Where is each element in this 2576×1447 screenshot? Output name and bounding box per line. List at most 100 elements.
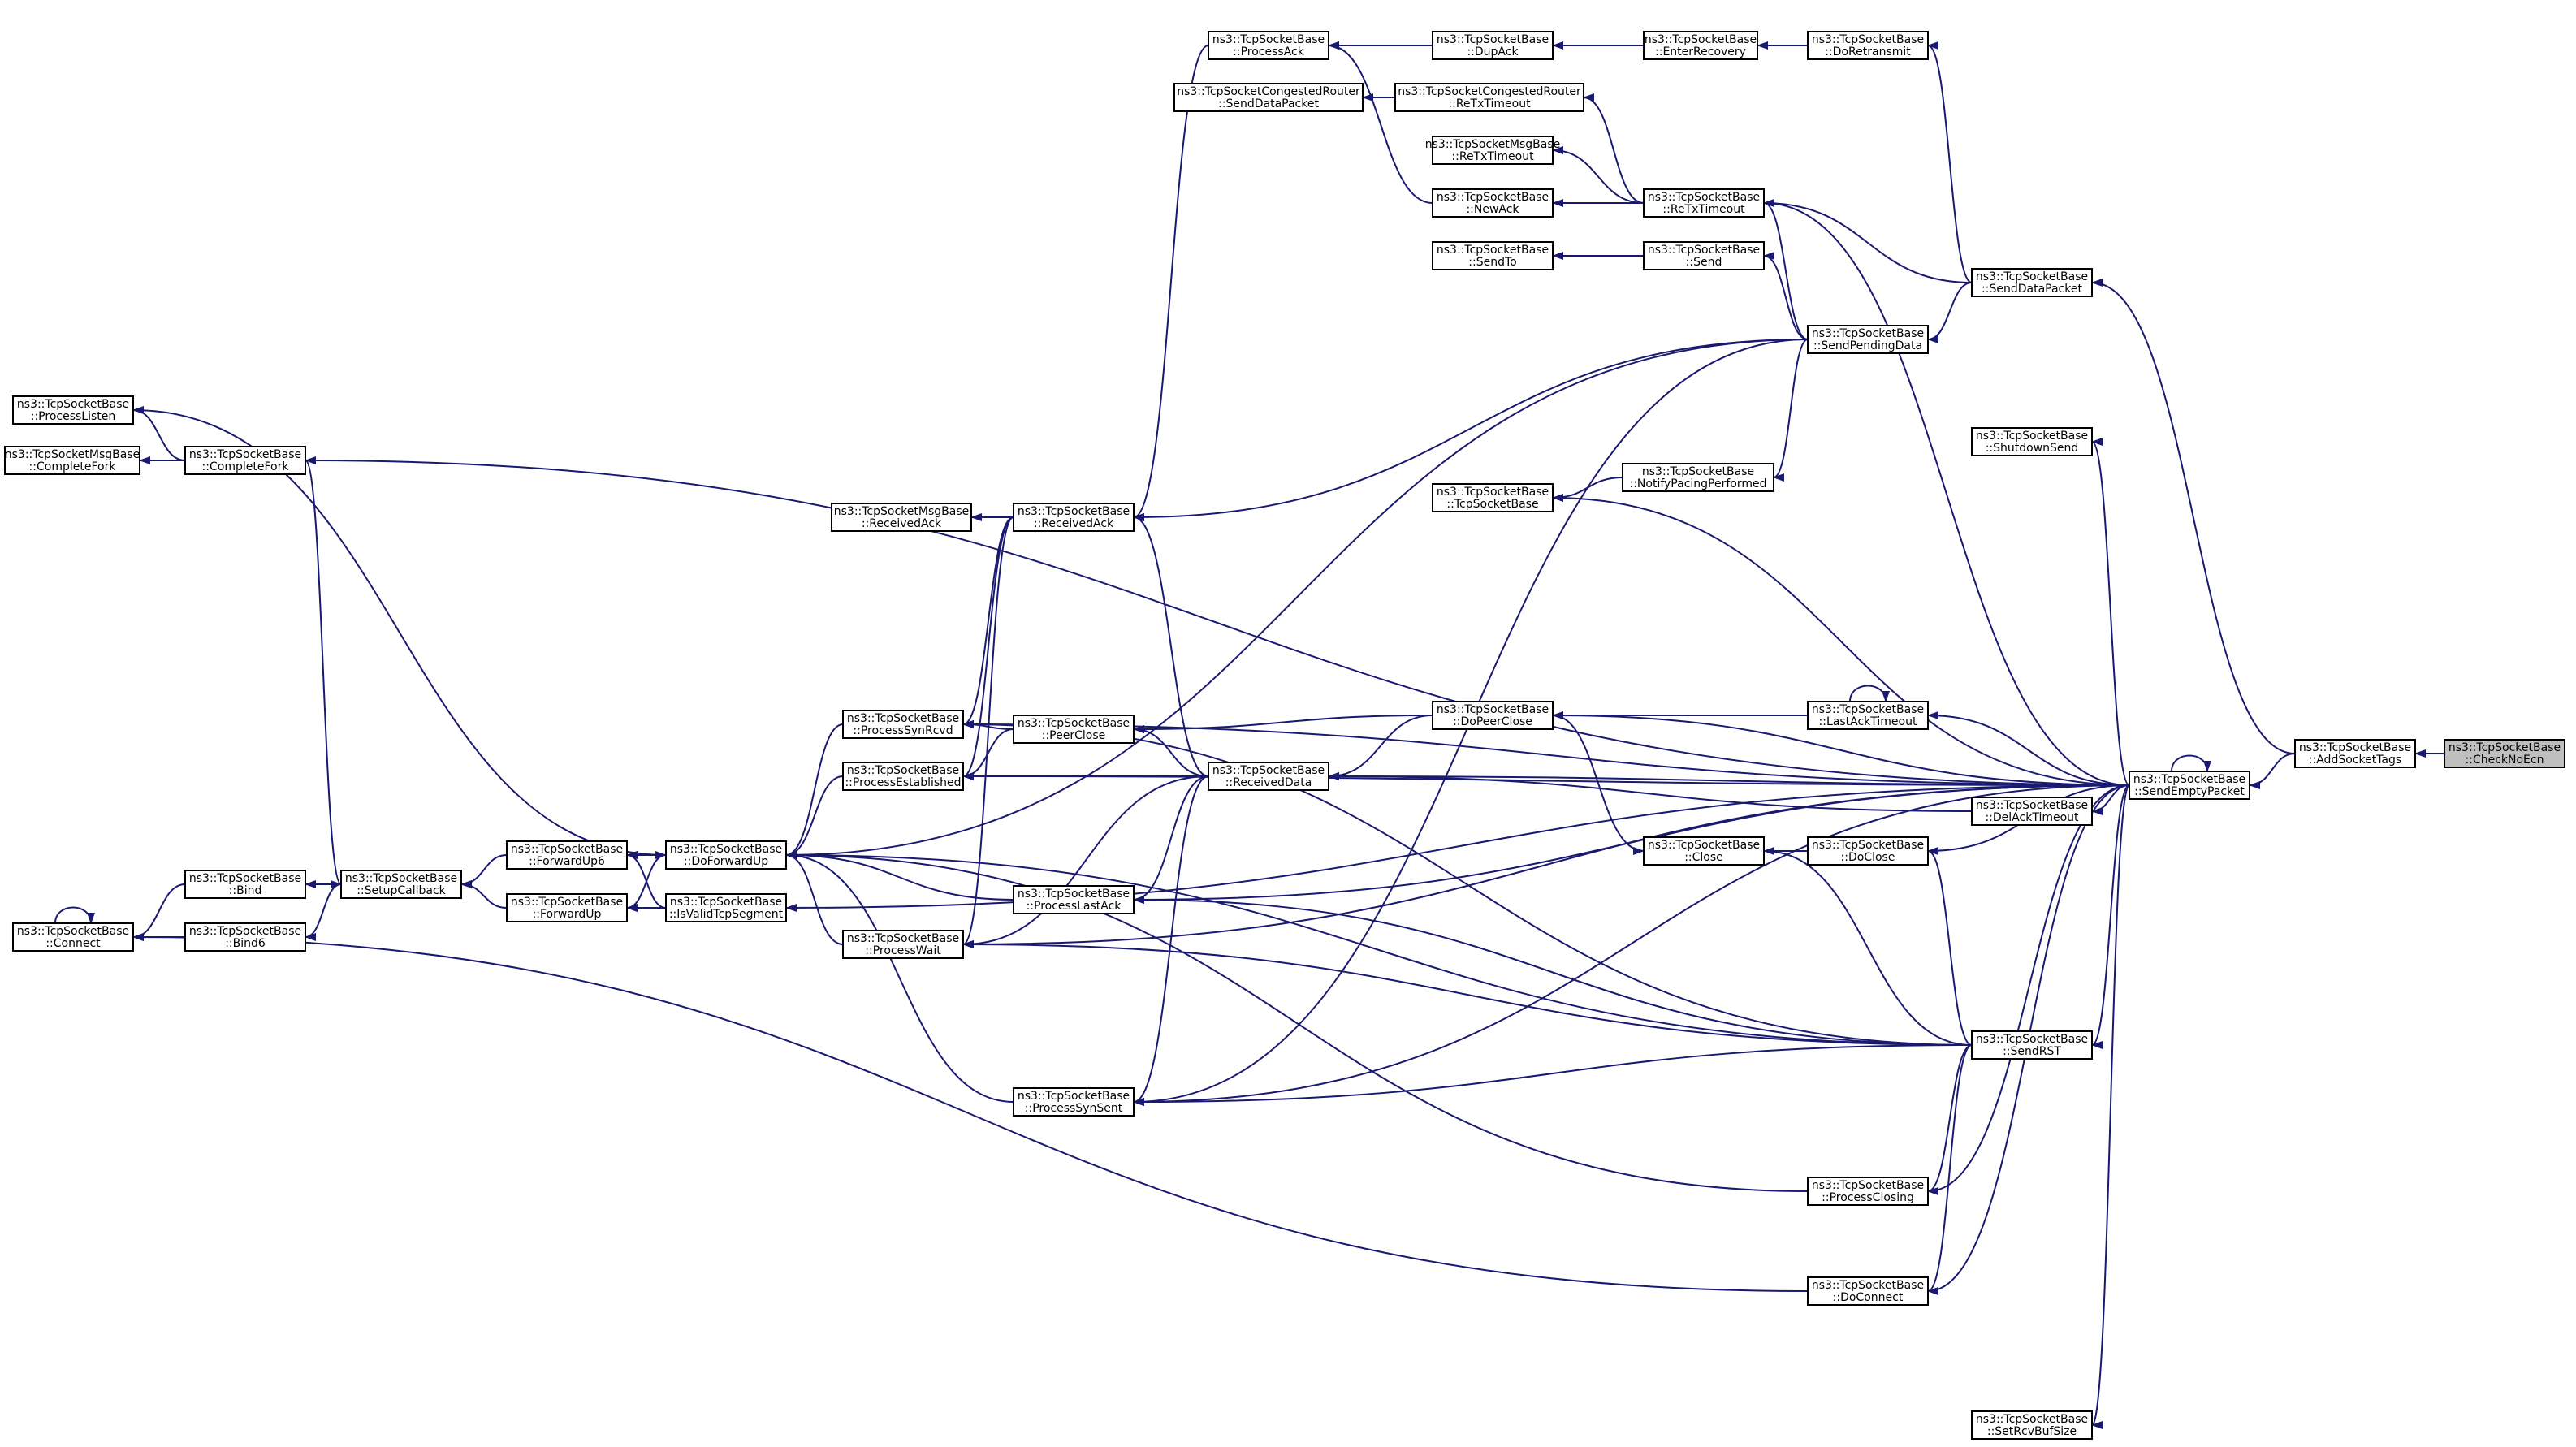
graph-node-label: ::Bind [229, 884, 262, 897]
graph-node-box [1208, 31, 1329, 60]
call-edge [1133, 775, 1209, 1106]
graph-node[interactable]: ns3::TcpSocketBase::EnterRecovery [1643, 31, 1758, 60]
graph-node[interactable]: ns3::TcpSocketMsgBase::CompleteFork [4, 446, 140, 475]
graph-node[interactable]: ns3::TcpSocketBase::CheckNoEcn [2444, 739, 2565, 768]
graph-node[interactable]: ns3::TcpSocketBase::SendPendingData [1807, 325, 1929, 354]
graph-node[interactable]: ns3::TcpSocketCongestedRouter::SendDataP… [1173, 83, 1364, 112]
graph-node[interactable]: ns3::TcpSocketBase::ProcessSynSent [1013, 1087, 1135, 1117]
call-edge [626, 851, 667, 909]
graph-node-box [842, 710, 964, 739]
graph-node-label: ns3::TcpSocketBase [17, 925, 129, 938]
graph-node-label: ns3::TcpSocketBase [1212, 764, 1325, 777]
graph-node-label: ns3::TcpSocketMsgBase [834, 505, 969, 518]
graph-node[interactable]: ns3::TcpSocketBase::Close [1643, 836, 1765, 866]
call-edge [1552, 711, 2130, 786]
graph-node[interactable]: ns3::TcpSocketBase::ShutdownSend [1971, 427, 2093, 456]
graph-node[interactable]: ns3::TcpSocketBase::DoConnect [1807, 1276, 1929, 1306]
graph-node[interactable]: ns3::TcpSocketBase::ProcessAck [1208, 31, 1329, 60]
call-edge [305, 460, 342, 888]
call-edge [305, 883, 342, 941]
graph-node-label: ns3::TcpSocketBase [2133, 773, 2245, 786]
graph-node-box [184, 870, 306, 899]
graph-node[interactable]: ns3::TcpSocketBase::DupAck [1432, 31, 1554, 60]
graph-node[interactable]: ns3::TcpSocketBase::Connect [12, 922, 134, 952]
graph-node[interactable]: ns3::TcpSocketBase::AddSocketTags [2294, 739, 2416, 768]
graph-node[interactable]: ns3::TcpSocketBase::SendDataPacket [1971, 268, 2093, 297]
graph-node[interactable]: ns3::TcpSocketBase::ProcessEstablished [842, 762, 964, 791]
call-edge [1133, 725, 1209, 777]
call-edge [1763, 252, 1809, 340]
call-edge [785, 339, 1809, 859]
graph-node[interactable]: ns3::TcpSocketBase::Bind [184, 870, 306, 899]
graph-node-label: ns3::TcpSocketBase [1437, 191, 1549, 204]
graph-node-label: ns3::TcpSocketBase [1812, 1179, 1924, 1192]
graph-node[interactable]: ns3::TcpSocketMsgBase::ReTxTimeout [1425, 136, 1560, 165]
graph-node-box [2129, 771, 2250, 800]
graph-node[interactable]: ns3::TcpSocketBase::PeerClose [1013, 715, 1135, 744]
graph-node-box [665, 840, 787, 870]
graph-node-label: ns3::TcpSocketBase [670, 843, 782, 856]
graph-node[interactable]: ns3::TcpSocketBase::SetRcvBufSize [1971, 1410, 2093, 1440]
graph-node[interactable]: ns3::TcpSocketBase::ProcessClosing [1807, 1177, 1929, 1206]
graph-node-label: ns3::TcpSocketBase [189, 872, 301, 885]
graph-node-label: ns3::TcpSocketBase [1437, 486, 1549, 499]
graph-node[interactable]: ns3::TcpSocketBase::TcpSocketBase [1432, 483, 1554, 512]
graph-node-label: ns3::TcpSocketBase [1976, 799, 2088, 812]
graph-node[interactable]: ns3::TcpSocketBase::ForwardUp [506, 893, 628, 922]
graph-node-label: ns3::TcpSocketBase [1018, 1090, 1130, 1103]
graph-node[interactable]: ns3::TcpSocketBase::SendTo [1432, 241, 1554, 270]
graph-node-label: ::ProcessSynSent [1025, 1102, 1123, 1115]
graph-node[interactable]: ns3::TcpSocketBase::ProcessSynRcvd [842, 710, 964, 739]
graph-node-label: ::CheckNoEcn [2466, 754, 2544, 767]
call-edge [1552, 477, 1623, 502]
call-edge [962, 516, 1014, 780]
graph-node[interactable]: ns3::TcpSocketBase::DelAckTimeout [1971, 797, 2093, 826]
graph-node[interactable]: ns3::TcpSocketBase::ProcessListen [12, 395, 134, 425]
graph-node[interactable]: ns3::TcpSocketBase::SendEmptyPacket [2129, 771, 2250, 800]
graph-node[interactable]: ns3::TcpSocketBase::Send [1643, 241, 1765, 270]
graph-node-label: ::ReceivedData [1225, 776, 1312, 789]
graph-node-label: ::CompleteFork [29, 460, 117, 473]
graph-node-label: ns3::TcpSocketBase [189, 925, 301, 938]
graph-node[interactable]: ns3::TcpSocketMsgBase::ReceivedAck [831, 503, 972, 532]
graph-node-label: ns3::TcpSocketBase [1976, 1413, 2088, 1426]
graph-node-box [1643, 188, 1765, 218]
graph-node[interactable]: ns3::TcpSocketBase::ReceivedAck [1013, 503, 1135, 532]
graph-node[interactable]: ns3::TcpSocketBase::DoForwardUp [665, 840, 787, 870]
graph-node-label: ns3::TcpSocketBase [1648, 839, 1760, 852]
graph-node[interactable]: ns3::TcpSocketBase::IsValidTcpSegment [665, 893, 787, 922]
graph-node-label: ::SetupCallback [357, 884, 446, 897]
graph-node[interactable]: ns3::TcpSocketCongestedRouter::ReTxTimeo… [1394, 83, 1584, 112]
graph-node[interactable]: ns3::TcpSocketBase::ForwardUp6 [506, 840, 628, 870]
call-edge [460, 880, 508, 909]
graph-node-label: ns3::TcpSocketBase [1437, 703, 1549, 716]
graph-node-box [665, 893, 787, 922]
graph-node-label: ns3::TcpSocketBase [1812, 1279, 1924, 1292]
graph-node[interactable]: ns3::TcpSocketBase::ReTxTimeout [1643, 188, 1765, 218]
call-edge [460, 854, 508, 888]
graph-node[interactable]: ns3::TcpSocketBase::DoRetransmit [1807, 31, 1929, 60]
call-edge [2091, 438, 2130, 786]
graph-node[interactable]: ns3::TcpSocketBase::Bind6 [184, 922, 306, 952]
graph-node-label: ::Bind6 [225, 937, 266, 950]
graph-node[interactable]: ns3::TcpSocketBase::SetupCallback [340, 870, 462, 899]
graph-node[interactable]: ns3::TcpSocketBase::DoClose [1807, 836, 1929, 866]
graph-node[interactable]: ns3::TcpSocketBase::LastAckTimeout [1807, 701, 1929, 730]
graph-node[interactable]: ns3::TcpSocketBase::ProcessWait [842, 930, 964, 959]
graph-node[interactable]: ns3::TcpSocketBase::ProcessLastAck [1013, 885, 1135, 914]
graph-node[interactable]: ns3::TcpSocketBase::NewAck [1432, 188, 1554, 218]
call-edge [962, 516, 1014, 728]
graph-node-box [1643, 31, 1758, 60]
graph-node[interactable]: ns3::TcpSocketBase::SendRST [1971, 1030, 2093, 1060]
graph-node[interactable]: ns3::TcpSocketBase::CompleteFork [184, 446, 306, 475]
graph-node-label: ::ForwardUp6 [529, 855, 605, 868]
graph-node-box [1432, 136, 1554, 165]
graph-node-label: ns3::TcpSocketBase [1812, 327, 1924, 340]
graph-node[interactable]: ns3::TcpSocketBase::ReceivedData [1208, 762, 1329, 791]
call-edge [1763, 847, 1973, 1046]
call-edge [1763, 199, 1809, 340]
graph-node[interactable]: ns3::TcpSocketBase::NotifyPacingPerforme… [1622, 463, 1774, 492]
graph-node[interactable]: ns3::TcpSocketBase::DoPeerClose [1432, 701, 1554, 730]
graph-node-label: ns3::TcpSocketBase [1812, 703, 1924, 716]
nodes-layer: ns3::TcpSocketBase::CheckNoEcnns3::TcpSo… [4, 31, 2565, 1440]
